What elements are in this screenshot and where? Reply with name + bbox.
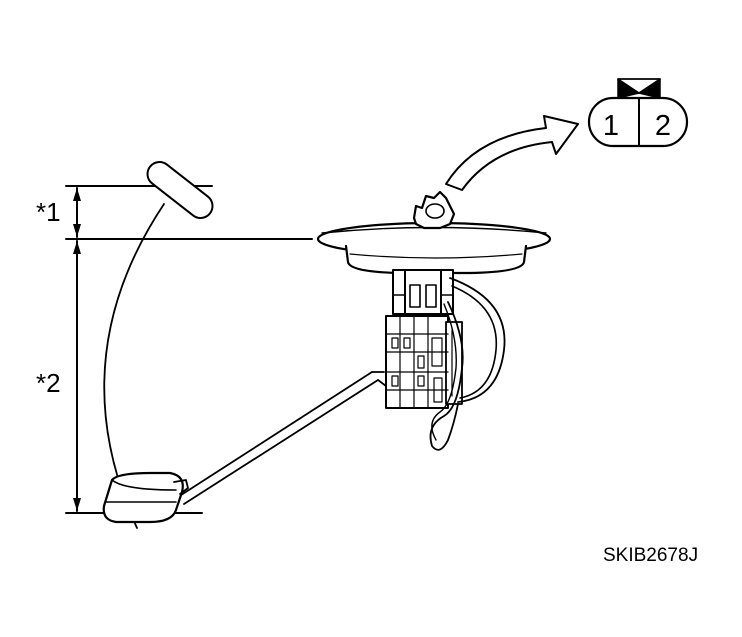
dimension-1-label: *1 [36, 197, 61, 227]
wire-harness [429, 277, 506, 451]
dim2-arrow-top [73, 241, 81, 254]
dimension-2-label: *2 [36, 368, 61, 398]
dimension-lines [65, 185, 313, 514]
figure-code-label: SKIB2678J [603, 545, 698, 566]
curved-arrow [445, 115, 579, 191]
dim1-arrow-top [73, 188, 81, 201]
float-upper [146, 160, 214, 220]
dim2-arrow-bottom [73, 498, 81, 511]
connector-symbol [587, 78, 689, 148]
float-arm [177, 371, 387, 505]
connector-pin-1-label: 1 [603, 110, 619, 142]
connector-pin-2-label: 2 [655, 110, 671, 142]
float-lower [102, 471, 189, 524]
sensor-flange [316, 221, 552, 275]
sensor-upper-block [392, 269, 454, 315]
dim1-arrow-bottom [73, 224, 81, 237]
top-terminal [412, 190, 456, 230]
connector-key-right [638, 78, 661, 99]
connector-key-left [617, 78, 640, 99]
